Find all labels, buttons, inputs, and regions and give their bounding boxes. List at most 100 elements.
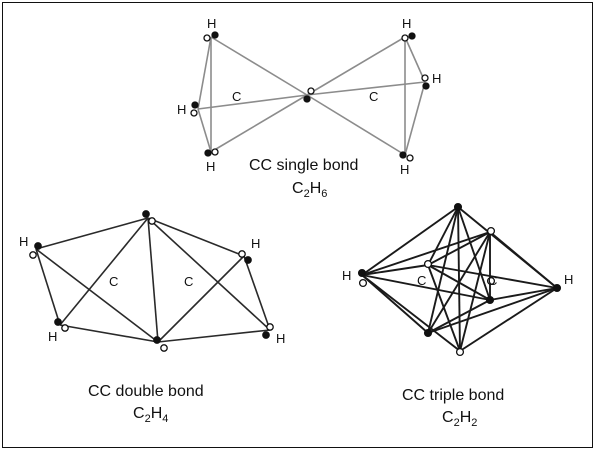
filled-atom-dot bbox=[357, 268, 367, 278]
filled-atom-dot bbox=[211, 31, 219, 39]
formula-subscript: 2 bbox=[471, 417, 477, 429]
hydrogen-label: H bbox=[19, 234, 28, 249]
bond-line bbox=[457, 206, 461, 352]
hydrogen-label: H bbox=[207, 16, 216, 31]
open-atom-dot bbox=[421, 74, 429, 82]
bond-line bbox=[35, 217, 149, 250]
ethyne-atoms bbox=[357, 202, 562, 357]
figure-frame bbox=[2, 2, 593, 448]
bond-line bbox=[197, 94, 308, 110]
ethyne-bond-lines bbox=[361, 206, 558, 352]
bond-line bbox=[35, 248, 159, 343]
bond-line bbox=[147, 217, 159, 343]
hydrogen-label: H bbox=[251, 236, 260, 251]
bond-line bbox=[197, 36, 212, 110]
bond-line bbox=[427, 264, 461, 352]
bond-line bbox=[306, 81, 426, 96]
bond-line bbox=[427, 264, 558, 289]
bond-line bbox=[35, 248, 61, 326]
formula-element-h: H bbox=[151, 405, 163, 422]
open-atom-dot bbox=[61, 324, 69, 332]
hydrogen-label: H bbox=[400, 162, 409, 177]
open-atom-dot bbox=[486, 276, 496, 286]
filled-atom-dot bbox=[399, 151, 407, 159]
hydrogen-label: H bbox=[48, 329, 57, 344]
ethane-bond-lines bbox=[197, 36, 426, 156]
bond-line bbox=[489, 287, 558, 301]
bond-line bbox=[210, 94, 308, 153]
ethene-molecule: H H H H C C CC double bond C2H4 bbox=[19, 210, 285, 425]
filled-atom-dot bbox=[423, 328, 433, 338]
filled-atom-dot bbox=[552, 283, 562, 293]
bond-line bbox=[427, 206, 459, 266]
open-atom-dot bbox=[423, 259, 433, 269]
ethene-atoms bbox=[29, 210, 274, 352]
open-atom-dot bbox=[358, 278, 368, 288]
ethane-caption: CC single bond bbox=[249, 157, 358, 174]
filled-atom-dot bbox=[244, 256, 252, 264]
filled-atom-dot bbox=[34, 242, 42, 250]
filled-atom-dot bbox=[408, 32, 416, 40]
open-atom-dot bbox=[401, 34, 409, 42]
ethene-atom-labels: H H H H C C bbox=[19, 234, 285, 346]
open-atom-dot bbox=[211, 148, 219, 156]
hydrogen-label: H bbox=[564, 272, 573, 287]
formula-element-c: C bbox=[133, 405, 145, 422]
bond-line bbox=[427, 206, 459, 334]
filled-atom-dot bbox=[303, 95, 311, 103]
carbon-label: C bbox=[417, 273, 426, 288]
formula-subscript: 6 bbox=[321, 188, 327, 200]
open-atom-dot bbox=[148, 217, 156, 225]
open-atom-dot bbox=[203, 34, 211, 42]
formula-element-h: H bbox=[460, 409, 472, 426]
open-atom-dot bbox=[307, 87, 315, 95]
carbon-label: C bbox=[232, 89, 241, 104]
formula-subscript: 2 bbox=[145, 413, 151, 425]
carbon-label: C bbox=[488, 273, 497, 288]
bond-line bbox=[147, 217, 271, 331]
formula-element-h: H bbox=[310, 180, 322, 197]
bond-line bbox=[457, 206, 491, 301]
bond-line bbox=[459, 287, 558, 352]
ethane-molecule: H H H H H H C C CC single bond C2H6 bbox=[177, 16, 441, 200]
bond-line bbox=[147, 217, 245, 257]
bond-line bbox=[157, 329, 271, 343]
bond-line bbox=[361, 264, 429, 276]
open-atom-dot bbox=[266, 323, 274, 331]
filled-atom-dot bbox=[262, 331, 270, 339]
bond-line bbox=[197, 108, 212, 153]
hydrogen-label: H bbox=[177, 102, 186, 117]
formula-subscript: 4 bbox=[162, 413, 168, 425]
bond-line bbox=[427, 264, 491, 301]
bond-line bbox=[427, 231, 491, 266]
formula-subscript: 2 bbox=[304, 188, 310, 200]
filled-atom-dot bbox=[54, 318, 62, 326]
filled-atom-dot bbox=[204, 149, 212, 157]
bond-line bbox=[404, 81, 426, 156]
ethyne-caption: CC triple bond bbox=[402, 387, 504, 404]
ethene-bond-lines bbox=[35, 217, 271, 343]
open-atom-dot bbox=[486, 226, 496, 236]
bond-line bbox=[243, 255, 271, 331]
ethyne-molecule: H H C C CC triple bond C2H2 bbox=[342, 202, 573, 429]
hydrogen-label: H bbox=[432, 71, 441, 86]
bond-line bbox=[361, 274, 491, 301]
bond-line bbox=[306, 36, 406, 96]
carbon-label: C bbox=[109, 274, 118, 289]
ethane-formula: C2H6 bbox=[292, 180, 327, 200]
bond-line bbox=[157, 255, 245, 343]
hydrogen-label: H bbox=[342, 268, 351, 283]
hydrogen-label: H bbox=[206, 159, 215, 174]
filled-atom-dot bbox=[191, 101, 199, 109]
ethyne-atom-labels: H H C C bbox=[342, 268, 573, 288]
carbon-label: C bbox=[184, 274, 193, 289]
bond-line bbox=[404, 36, 426, 83]
bond-line bbox=[361, 231, 491, 276]
ethyne-formula: C2H2 bbox=[442, 409, 477, 429]
hydrogen-label: H bbox=[402, 16, 411, 31]
hydrogen-label: H bbox=[276, 331, 285, 346]
ethane-atom-labels: H H H H H H C C bbox=[177, 16, 441, 177]
bond-line bbox=[427, 299, 491, 334]
